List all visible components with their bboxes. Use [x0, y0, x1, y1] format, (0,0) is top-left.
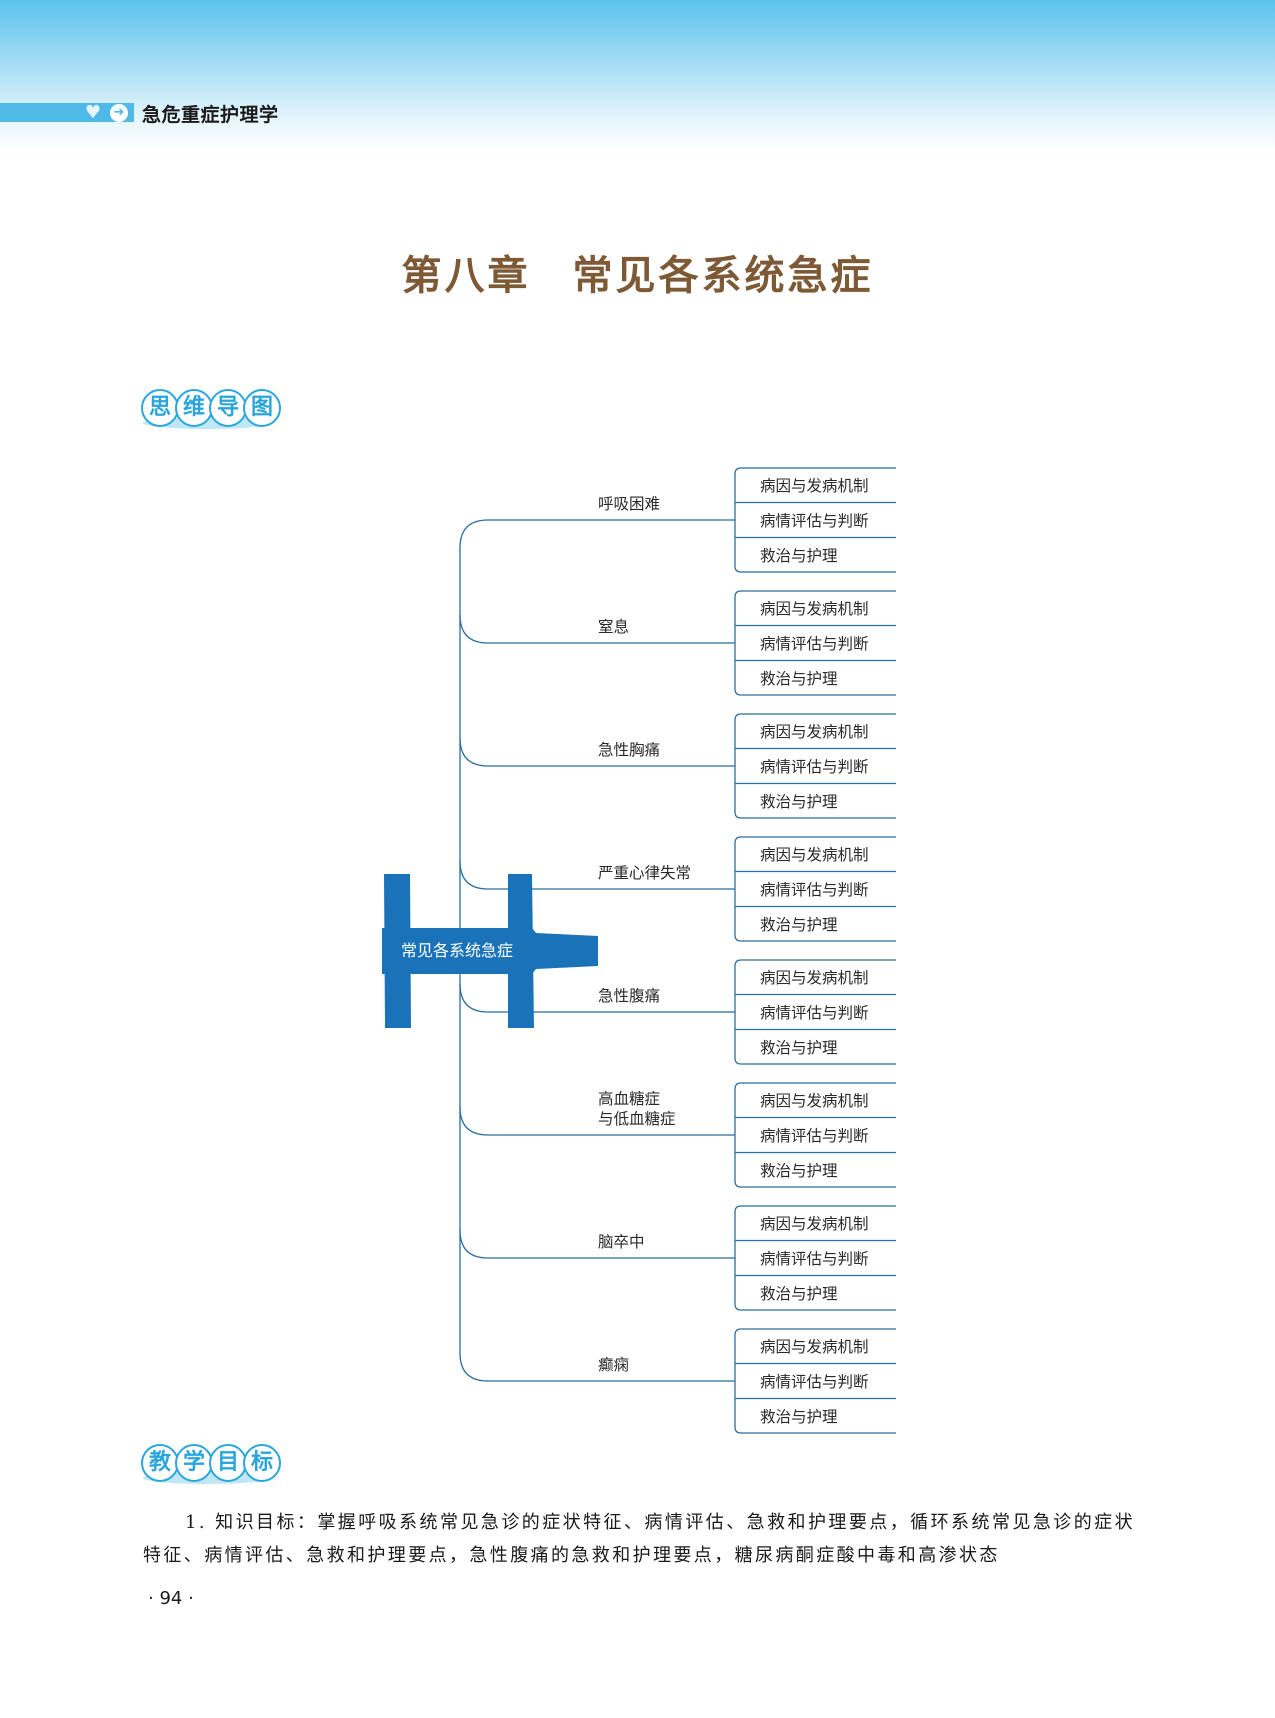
- branch-connector: [459, 1106, 735, 1136]
- chapter-name: 常见各系统急症: [572, 252, 874, 299]
- page-number: · 94 ·: [148, 1588, 194, 1609]
- section-badge-mind-map: 思 维 导 图: [141, 389, 281, 431]
- child-label: 病情评估与判断: [760, 1127, 869, 1145]
- branch-connector: [459, 983, 735, 1013]
- branch-connector: [459, 614, 735, 644]
- arrow-circle-icon: ➜: [110, 104, 128, 122]
- child-bracket: [734, 836, 896, 942]
- child-label: 病情评估与判断: [760, 758, 869, 776]
- book-title: 急危重症护理学: [142, 104, 279, 126]
- header-accent-bar: [0, 103, 134, 122]
- child-label: 救治与护理: [760, 670, 838, 688]
- child-label: 病情评估与判断: [760, 1250, 869, 1268]
- chapter-number: 第八章: [401, 252, 531, 299]
- child-label: 病情评估与判断: [760, 1373, 869, 1391]
- badge-char: 导: [209, 389, 247, 427]
- child-label: 病因与发病机制: [760, 1215, 869, 1233]
- child-bracket: [734, 713, 896, 819]
- child-bracket: [734, 590, 896, 696]
- badge-char: 维: [175, 389, 213, 427]
- branch-connector: [459, 860, 735, 890]
- branch-label: 脑卒中: [598, 1233, 645, 1251]
- header-background: [0, 0, 1275, 150]
- section-badge-objectives: 教 学 目 标: [141, 1444, 281, 1486]
- child-label: 病因与发病机制: [760, 846, 869, 864]
- child-label: 救治与护理: [760, 916, 838, 934]
- badge-char: 学: [175, 1444, 213, 1482]
- child-label: 病因与发病机制: [760, 969, 869, 987]
- badge-char: 图: [243, 389, 281, 427]
- child-label: 病情评估与判断: [760, 881, 869, 899]
- branch-label: 与低血糖症: [598, 1110, 676, 1128]
- branch-label: 高血糖症: [598, 1090, 660, 1108]
- child-label: 病因与发病机制: [760, 600, 869, 618]
- center-node-label: 常见各系统急症: [401, 941, 513, 960]
- child-bracket: [734, 1082, 896, 1188]
- child-label: 病因与发病机制: [760, 1092, 869, 1110]
- child-bracket: [734, 1328, 896, 1434]
- branch-connector: [459, 737, 735, 767]
- branch-connector: [459, 1352, 735, 1382]
- child-label: 病情评估与判断: [760, 635, 869, 653]
- child-label: 病因与发病机制: [760, 477, 869, 495]
- branch-label: 窒息: [598, 618, 629, 636]
- child-label: 病情评估与判断: [760, 512, 869, 530]
- branch-connector: [459, 519, 735, 549]
- badge-char: 标: [243, 1444, 281, 1482]
- child-label: 病因与发病机制: [760, 723, 869, 741]
- child-label: 病因与发病机制: [760, 1338, 869, 1356]
- branch-label: 急性腹痛: [598, 987, 660, 1005]
- badge-char: 教: [141, 1444, 179, 1482]
- badge-char: 目: [209, 1444, 247, 1482]
- child-bracket: [734, 467, 896, 573]
- chapter-title: 第八章常见各系统急症: [0, 243, 1275, 301]
- branch-label: 严重心律失常: [598, 864, 691, 882]
- branch-label: 急性胸痛: [598, 741, 660, 759]
- child-label: 救治与护理: [760, 1408, 838, 1426]
- child-label: 救治与护理: [760, 547, 838, 565]
- child-label: 病情评估与判断: [760, 1004, 869, 1022]
- heart-icon: ♥: [84, 102, 102, 123]
- objectives-paragraph: 1. 知识目标：掌握呼吸系统常见急诊的症状特征、病情评估、急救和护理要点，循环系…: [143, 1512, 1135, 1566]
- center-node-body: [382, 928, 598, 974]
- child-label: 救治与护理: [760, 793, 838, 811]
- child-label: 救治与护理: [760, 1039, 838, 1057]
- child-label: 救治与护理: [760, 1162, 838, 1180]
- branch-connector: [459, 1229, 735, 1259]
- branch-label: 癫痫: [598, 1356, 629, 1374]
- child-bracket: [734, 1205, 896, 1311]
- branch-label: 呼吸困难: [598, 495, 660, 513]
- child-label: 救治与护理: [760, 1285, 838, 1303]
- child-bracket: [734, 959, 896, 1065]
